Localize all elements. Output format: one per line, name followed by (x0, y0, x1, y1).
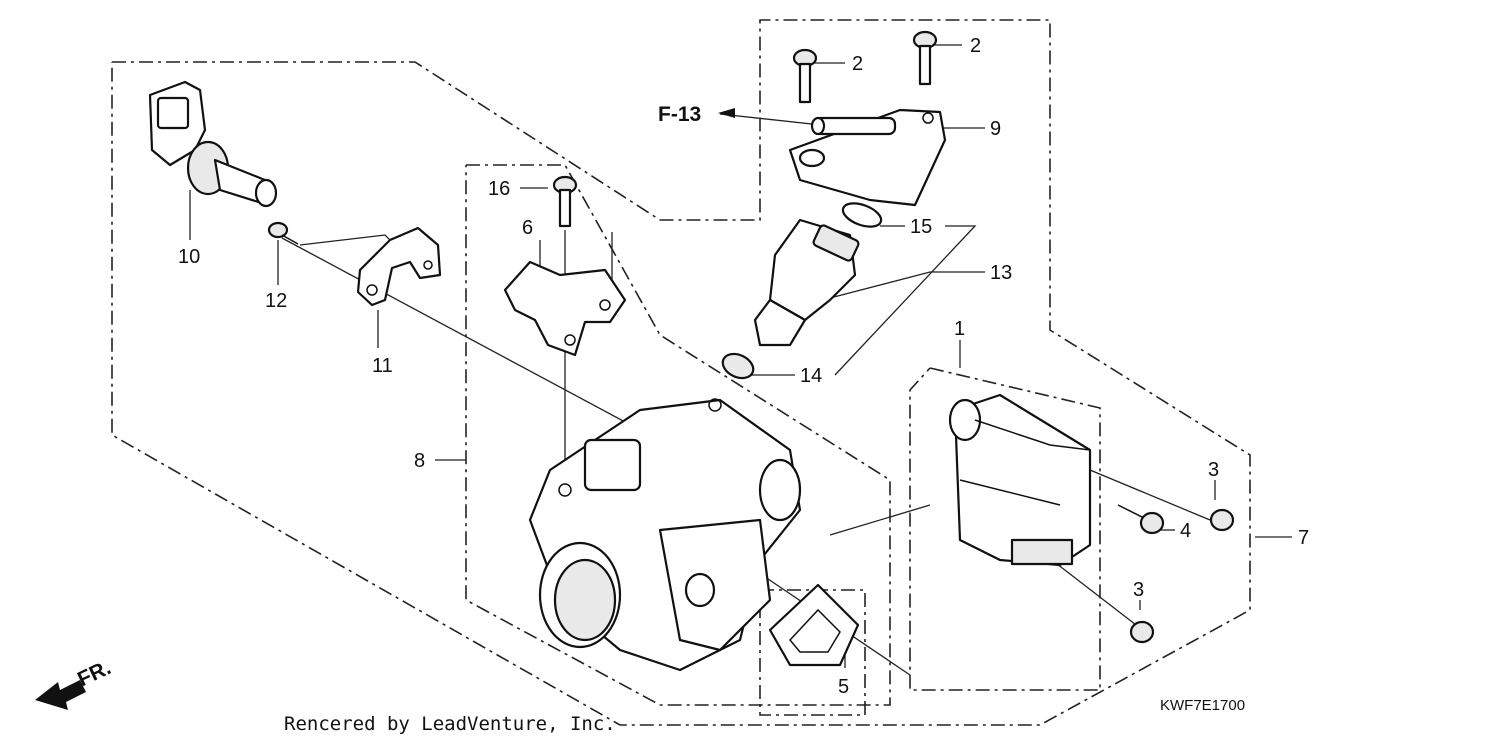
outline-gasket-5 (759, 589, 866, 716)
part-2-bolts (792, 30, 938, 104)
part-8-throttle-body (528, 398, 802, 672)
outline-throttle-body-8 (465, 164, 891, 706)
outline-motor-1 (909, 367, 1101, 691)
callout-11: 11 (372, 355, 393, 377)
callout-16: 16 (488, 178, 510, 200)
callout-6: 6 (522, 217, 533, 239)
reference-label: F-13 (658, 103, 701, 126)
part-5-gasket (768, 583, 860, 667)
callout-labels: 1 2 2 3 3 4 5 6 7 8 9 10 11 12 13 14 15 … (178, 35, 1309, 698)
diagram-code: KWF7E1700 (1160, 697, 1245, 714)
callout-12: 12 (265, 290, 287, 312)
part-1-motor (948, 393, 1092, 567)
part-3-screws (1129, 508, 1235, 644)
callout-4: 4 (1180, 520, 1191, 542)
outline-assembly-7 (111, 19, 1251, 726)
front-direction-arrow-icon (35, 680, 86, 710)
callout-2a: 2 (852, 53, 863, 75)
group-outlines (111, 19, 1251, 726)
part-12-bolt (267, 221, 299, 245)
callout-8: 8 (414, 450, 425, 472)
part-9-holder (788, 108, 947, 207)
callout-10: 10 (178, 246, 200, 268)
part-16-bolt (552, 175, 578, 228)
part-13-injector (753, 218, 860, 347)
callout-13: 13 (990, 262, 1012, 284)
callout-15: 15 (910, 216, 932, 238)
part-6-bracket (503, 260, 627, 357)
part-10-sensor (148, 80, 278, 208)
callout-9: 9 (990, 118, 1001, 140)
callout-7: 7 (1298, 527, 1309, 549)
part-4-screw (1117, 504, 1165, 535)
callout-14: 14 (800, 365, 822, 387)
callout-3a: 3 (1208, 459, 1219, 481)
credit-text: Rencered by LeadVenture, Inc. (284, 713, 616, 735)
f13-reference-arrow (718, 108, 735, 118)
part-14-seal (721, 352, 755, 380)
part-11-bracket (356, 226, 442, 307)
callout-5: 5 (838, 676, 849, 698)
callout-2b: 2 (970, 35, 981, 57)
part-15-o-ring (841, 202, 883, 228)
callout-3b: 3 (1133, 579, 1144, 601)
callout-1: 1 (954, 318, 965, 340)
